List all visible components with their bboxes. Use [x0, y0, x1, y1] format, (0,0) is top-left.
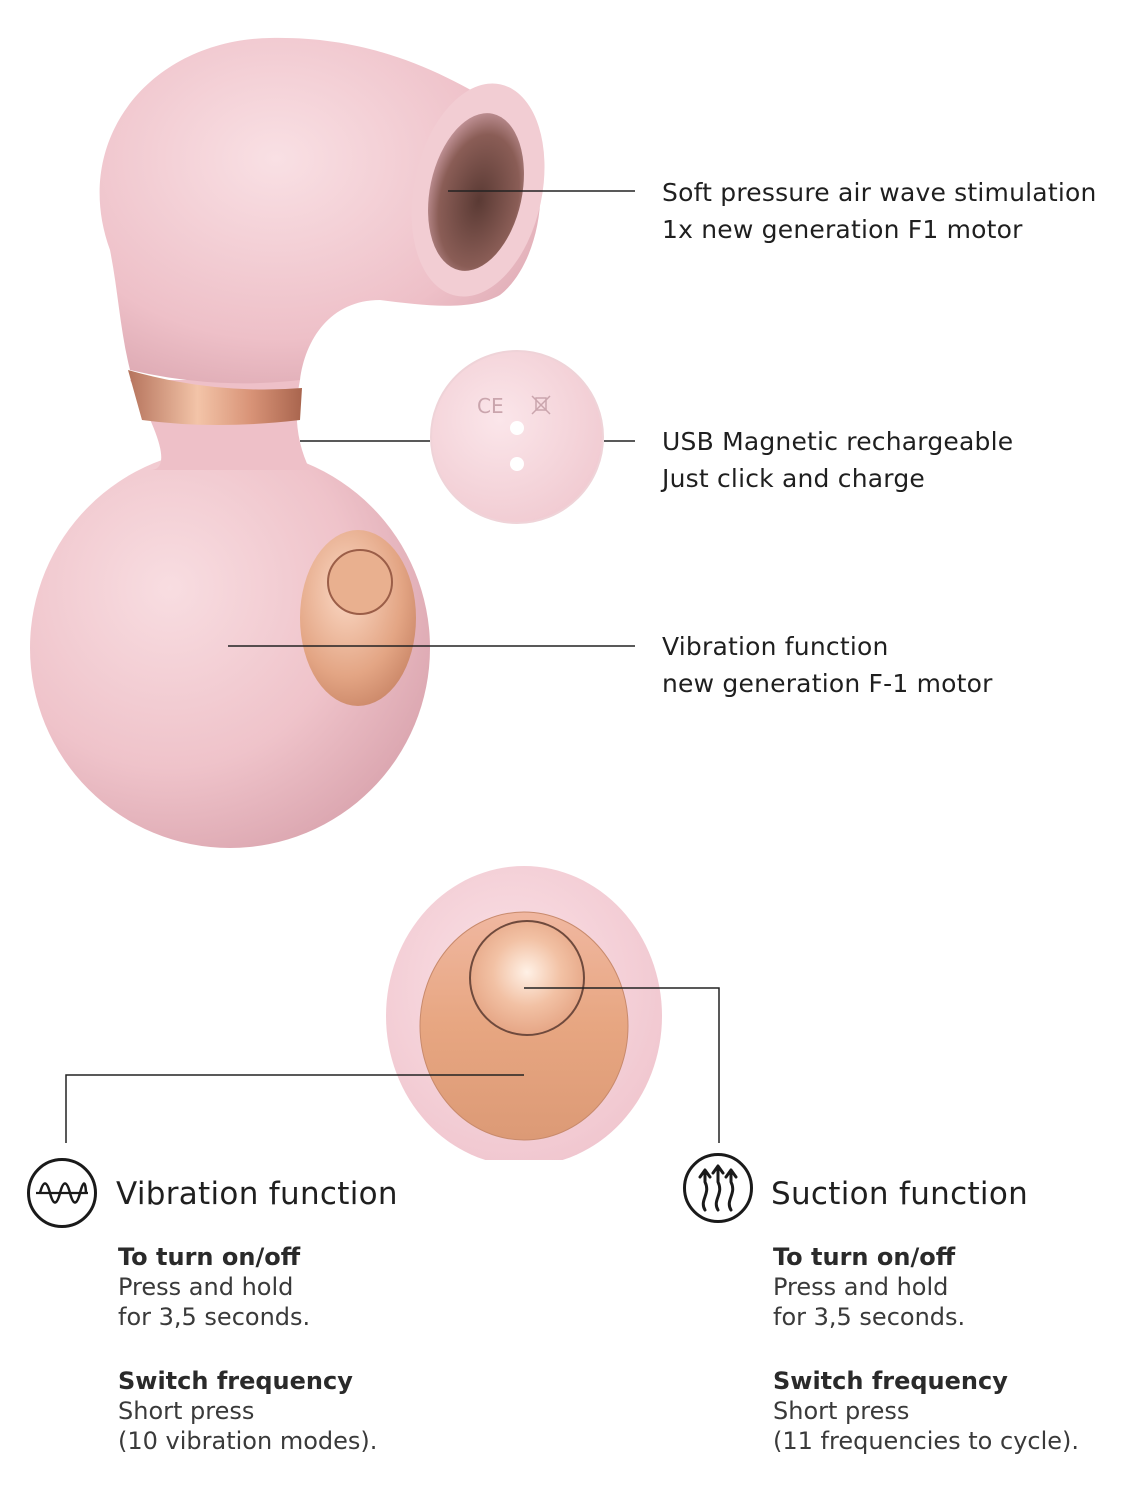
suction-on-off-line2: for 3,5 seconds.	[773, 1303, 966, 1331]
suction-on-off-heading: To turn on/off	[773, 1243, 956, 1271]
control-button-small	[327, 549, 393, 615]
callout-suction-line1: Soft pressure air wave stimulation	[662, 178, 1097, 207]
product-illustration: CE	[30, 37, 635, 848]
callout-suction-line2: 1x new generation F1 motor	[662, 215, 1023, 244]
vibration-wave-icon	[27, 1158, 97, 1228]
suction-instructions: To turn on/off Press and hold for 3,5 se…	[773, 1242, 1079, 1456]
callout-vibration: Vibration function new generation F-1 mo…	[662, 628, 993, 702]
vibration-switch-line2: (10 vibration modes).	[118, 1427, 378, 1455]
rose-gold-band	[128, 370, 302, 425]
callout-suction-head: Soft pressure air wave stimulation 1x ne…	[662, 174, 1097, 248]
vibration-on-off-line2: for 3,5 seconds.	[118, 1303, 311, 1331]
vibration-on-off-line1: Press and hold	[118, 1273, 294, 1301]
callout-vibration-line1: Vibration function	[662, 632, 889, 661]
charging-pin-top	[510, 421, 524, 435]
callout-charger-line1: USB Magnetic rechargeable	[662, 427, 1014, 456]
callout-vibration-line2: new generation F-1 motor	[662, 669, 993, 698]
suction-switch-heading: Switch frequency	[773, 1367, 1008, 1395]
suction-arrows-icon	[683, 1153, 753, 1223]
device-head	[99, 37, 541, 384]
suction-switch-line1: Short press	[773, 1397, 910, 1425]
leader-line-suction-button	[524, 987, 720, 1143]
charger-disc	[430, 350, 604, 524]
button-closeup	[65, 866, 720, 1160]
callout-charger: USB Magnetic rechargeable Just click and…	[662, 423, 1013, 497]
charging-pin-bottom	[510, 457, 524, 471]
closeup-suction-button	[469, 920, 585, 1036]
vibration-switch-heading: Switch frequency	[118, 1367, 353, 1395]
weee-bin-icon	[531, 395, 551, 415]
suction-opening	[428, 113, 524, 271]
vibration-function-title: Vibration function	[116, 1176, 398, 1212]
ce-marking: CE	[477, 394, 504, 418]
callout-charger-line2: Just click and charge	[662, 464, 925, 493]
vibration-switch-line1: Short press	[118, 1397, 255, 1425]
suction-switch-line2: (11 frequencies to cycle).	[773, 1427, 1080, 1455]
vibration-on-off-heading: To turn on/off	[118, 1243, 301, 1271]
suction-function-title: Suction function	[771, 1176, 1029, 1212]
leader-line-vibration-plate	[65, 1074, 524, 1143]
vibration-instructions: To turn on/off Press and hold for 3,5 se…	[118, 1242, 377, 1456]
suction-on-off-line1: Press and hold	[773, 1273, 949, 1301]
